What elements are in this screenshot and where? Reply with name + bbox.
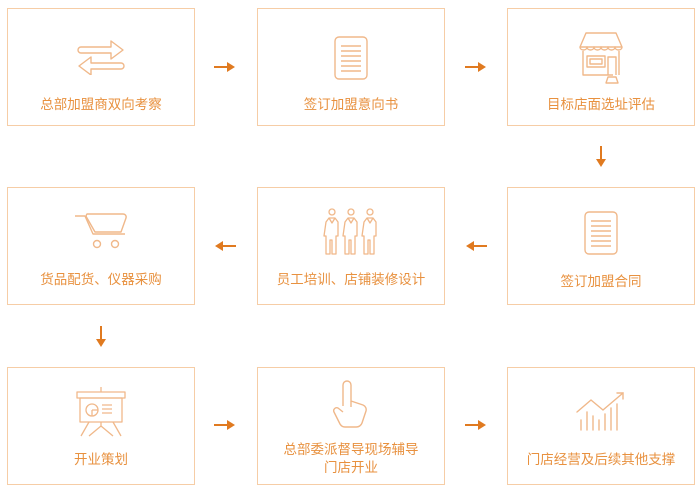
step-4-label: 签订加盟合同 bbox=[560, 274, 642, 290]
exchange-arrows-icon bbox=[75, 39, 127, 75]
arrow-right-icon bbox=[465, 62, 487, 72]
step-5-label: 员工培训、店铺装修设计 bbox=[276, 272, 426, 288]
arrow-down-icon bbox=[96, 326, 106, 348]
shopping-cart-icon bbox=[73, 210, 129, 250]
arrow-right-icon bbox=[214, 62, 236, 72]
document-icon bbox=[583, 210, 619, 256]
step-8-box: 总部委派督导现场辅导 门店开业 bbox=[257, 367, 445, 485]
arrow-down-icon bbox=[596, 146, 606, 168]
arrow-right-icon bbox=[465, 420, 487, 430]
step-1-box: 总部加盟商双向考察 bbox=[7, 8, 195, 126]
pointing-hand-icon bbox=[331, 380, 371, 428]
arrow-left-icon bbox=[214, 241, 236, 251]
step-7-box: 开业策划 bbox=[7, 367, 195, 485]
step-9-label: 门店经营及后续其他支撑 bbox=[526, 452, 676, 468]
step-9-box: 门店经营及后续其他支撑 bbox=[507, 367, 695, 485]
step-7-label: 开业策划 bbox=[74, 452, 128, 468]
staff-people-icon bbox=[323, 208, 379, 258]
step-2-box: 签订加盟意向书 bbox=[257, 8, 445, 126]
document-icon bbox=[333, 35, 369, 81]
step-3-box: 目标店面选址评估 bbox=[507, 8, 695, 126]
step-6-box: 货品配货、仪器采购 bbox=[7, 187, 195, 305]
step-8-label-line2: 门店开业 bbox=[324, 460, 378, 476]
growth-chart-icon bbox=[575, 390, 627, 432]
step-4-box: 签订加盟合同 bbox=[507, 187, 695, 305]
step-8-label: 总部委派督导现场辅导 bbox=[283, 442, 419, 458]
arrow-right-icon bbox=[214, 420, 236, 430]
step-3-label: 目标店面选址评估 bbox=[547, 97, 655, 113]
step-5-box: 员工培训、店铺装修设计 bbox=[257, 187, 445, 305]
arrow-left-icon bbox=[465, 241, 487, 251]
step-1-label: 总部加盟商双向考察 bbox=[40, 97, 162, 113]
step-2-label: 签订加盟意向书 bbox=[303, 97, 399, 113]
step-6-label: 货品配货、仪器采购 bbox=[40, 272, 162, 288]
presentation-board-icon bbox=[75, 386, 127, 440]
storefront-icon bbox=[576, 29, 626, 85]
